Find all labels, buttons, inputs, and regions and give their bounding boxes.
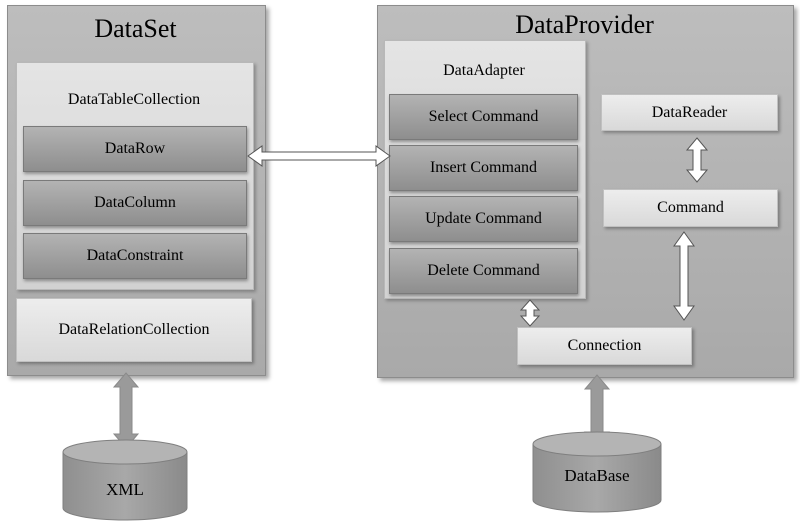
connection-box: Connection [517,327,692,365]
dataset-title: DataSet [94,14,177,43]
select-command-box: Select Command [389,94,578,140]
datatable-collection-label: DataTableCollection [67,91,201,108]
command-box: Command [603,189,778,227]
dataadapter-label: DataAdapter [443,62,525,79]
datarow-box: DataRow [23,126,247,172]
dataconstraint-box: DataConstraint [23,233,247,279]
insert-command-box: Insert Command [389,145,578,191]
datacolumn-box: DataColumn [23,180,247,226]
delete-command-box: Delete Command [389,248,578,294]
datareader-box: DataReader [601,94,778,131]
datarow-insert-arrow [247,145,391,167]
dataprovider-title: DataProvider [515,10,654,39]
datarelation-collection: DataRelationCollection [16,298,252,362]
dataset-xml-arrow [112,372,140,449]
database-label: DataBase [564,466,630,485]
xml-label: XML [106,480,144,499]
update-command-box: Update Command [389,196,578,242]
connection-database-arrow [583,374,611,447]
